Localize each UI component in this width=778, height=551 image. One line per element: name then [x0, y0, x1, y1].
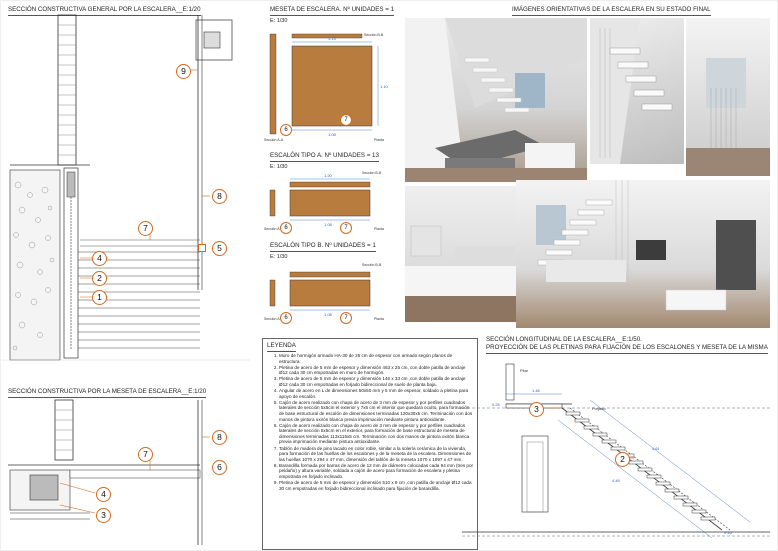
- escalon-b-scale: E: 1/30: [270, 254, 288, 260]
- dim-label: 1.13: [328, 36, 337, 41]
- callout-2: 2: [92, 271, 107, 286]
- legend-item: Muro de hormigón armado HA-30 de 25 cm d…: [279, 353, 474, 364]
- callout-8: 8: [212, 430, 227, 445]
- escalon-a-drawing: 1.20 1.08 Sección B-B Sección A-A Planta: [264, 171, 384, 231]
- legend-item: Pletina de acero de 5 mm de espesor y di…: [279, 480, 474, 491]
- dim-label: 1.10: [380, 84, 389, 89]
- callout-7: 7: [340, 222, 352, 234]
- callout-2: 2: [615, 452, 630, 467]
- dim-label: 0.25: [492, 402, 501, 407]
- callout-6: 6: [280, 124, 292, 136]
- meseta-part-title: MESETA DE ESCALERA. Nº UNIDADES = 1: [270, 6, 395, 16]
- callout-4: 4: [92, 251, 107, 266]
- part-label: Sección A-A: [264, 227, 284, 231]
- legend-title: LEYENDA: [267, 342, 296, 352]
- legend-box: LEYENDA Muro de hormigón armado HA-30 de…: [262, 338, 478, 550]
- part-label: Planta: [374, 227, 384, 231]
- legend-item: Pletina de acero de 5 mm de espesor y di…: [279, 365, 474, 376]
- dim-label: 0.45: [724, 530, 733, 535]
- legend-item: Barandilla formada por barras de acero d…: [279, 463, 474, 480]
- callout-6: 6: [280, 222, 292, 234]
- meseta-section-title: SECCIÓN CONSTRUCTIVA POR LA MESETA DE ES…: [8, 388, 207, 398]
- part-label: Sección B-B: [362, 263, 382, 267]
- escalon-b-drawing: 1.08 Sección B-B Sección A-A Planta: [264, 263, 384, 321]
- callout-7: 7: [138, 221, 153, 236]
- legend-list: Muro de hormigón armado HA-30 de 25 cm d…: [265, 353, 474, 492]
- callout-9: 9: [176, 64, 191, 79]
- render-image-upper-hall: [686, 18, 770, 176]
- pilar-label: Pilar: [520, 368, 529, 373]
- dim-label: 1.08: [324, 222, 333, 227]
- meseta-part-drawing: 1.13 1.08 1.10 Sección B-B Sección A-A P…: [264, 33, 389, 142]
- render-image-stair-top: [590, 18, 684, 164]
- render-image-dining-stair: [516, 180, 770, 328]
- longitudinal-title-line2: PROYECCIÓN DE LAS PLETINAS PARA FIJACIÓN…: [486, 344, 768, 354]
- part-label: Sección A-A: [264, 317, 284, 321]
- escalon-a-scale: E: 1/30: [270, 164, 288, 170]
- legend-item: Pletina de acero de 5 mm de espesor y di…: [279, 376, 474, 387]
- dim-label: 4.61: [652, 446, 661, 451]
- callout-6: 6: [280, 312, 292, 324]
- callout-7: 7: [138, 447, 153, 462]
- escalon-a-title: ESCALÓN TIPO A. Nº UNIDADES = 13: [270, 152, 379, 162]
- general-section-title: SECCIÓN CONSTRUCTIVA GENERAL POR LA ESCA…: [8, 6, 201, 16]
- render-image-kitchen: [405, 186, 519, 322]
- part-label: Planta: [374, 317, 384, 321]
- part-label: Sección B-B: [362, 171, 382, 175]
- legend-item: Cajón de acero realizado con chapa de ac…: [279, 423, 474, 445]
- forjado-label: Forjado: [592, 406, 606, 411]
- part-label: Sección B-B: [364, 33, 384, 37]
- dim-label: 1.08: [328, 132, 337, 137]
- escalon-b-title: ESCALÓN TIPO B. Nº UNIDADES = 1: [270, 242, 376, 252]
- legend-item: Angular de acero en L de dimensiones 50x…: [279, 388, 474, 399]
- legend-item: Cajón de acero realizado con chapa de ac…: [279, 400, 474, 422]
- callout-7: 7: [340, 312, 352, 324]
- callout-marker: [198, 244, 206, 252]
- callout-4: 4: [96, 487, 111, 502]
- longitudinal-title-line1: SECCIÓN LONGITUDINAL DE LA ESCALERA__E:1…: [486, 336, 642, 343]
- callout-5: 5: [212, 241, 227, 256]
- dim-label: 1.46: [532, 388, 541, 393]
- images-title: IMÁGENES ORIENTATIVAS DE LA ESCALERA EN …: [512, 6, 711, 16]
- dim-label: 1.20: [324, 173, 333, 178]
- render-image-living-room: [405, 18, 587, 182]
- legend-item: Tablón de madera de pino lacado en color…: [279, 446, 474, 463]
- callout-3: 3: [96, 508, 111, 523]
- callout-6: 6: [212, 460, 227, 475]
- callout-8: 8: [212, 189, 227, 204]
- dim-label: 4.45: [612, 478, 621, 483]
- part-label: Sección A-A: [264, 138, 284, 142]
- callout-7: 7: [340, 114, 352, 126]
- meseta-part-scale: E: 1/30: [270, 18, 288, 24]
- callout-1: 1: [92, 290, 107, 305]
- callout-3: 3: [529, 402, 544, 417]
- dim-label: 1.08: [324, 312, 333, 317]
- meseta-section-drawing: [8, 399, 210, 545]
- part-label: Planta: [374, 138, 384, 142]
